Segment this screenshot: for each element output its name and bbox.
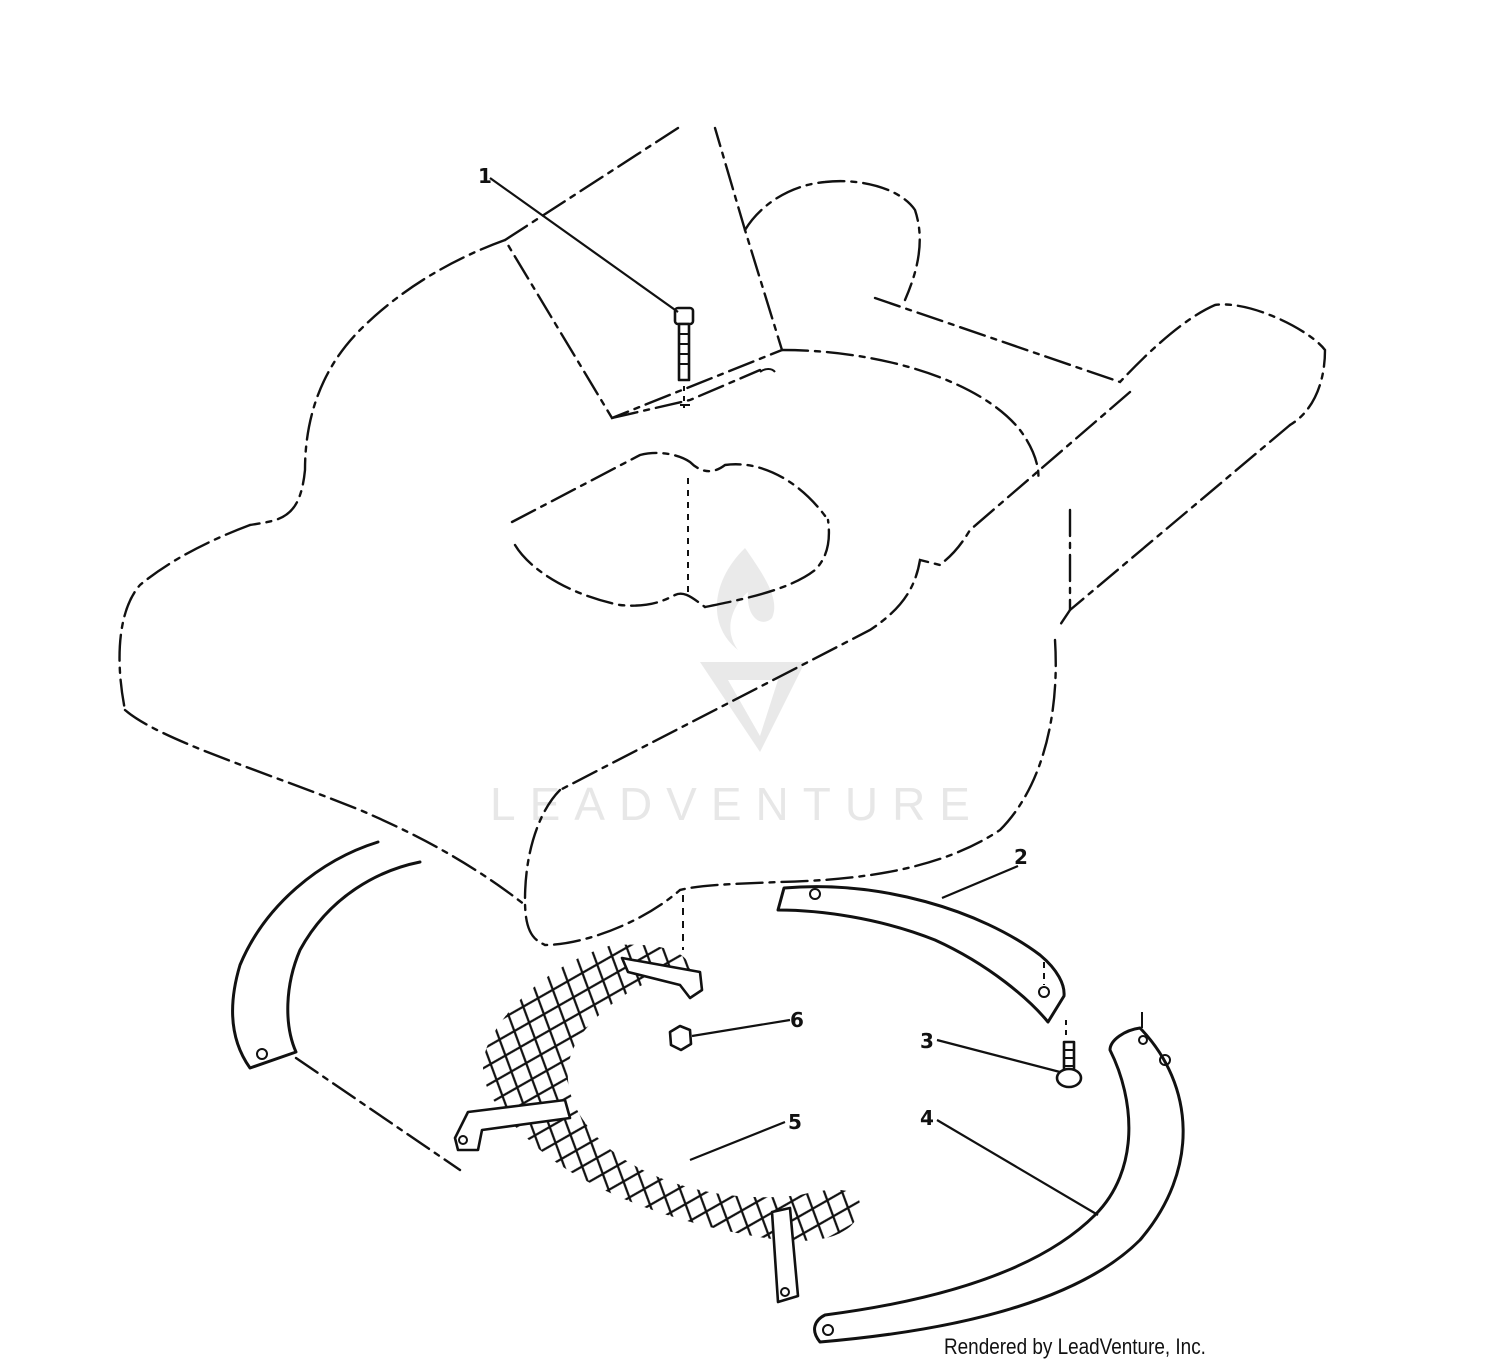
part-4-arc xyxy=(813,1012,1185,1344)
part-3-screw xyxy=(1055,1040,1083,1089)
callout-6: 6 xyxy=(790,1008,804,1032)
part-1-bolt xyxy=(673,306,695,408)
callout-3: 3 xyxy=(920,1029,934,1053)
credit-text: Rendered by LeadVenture, Inc. xyxy=(944,1334,1206,1359)
part-2-baffle xyxy=(776,885,1067,1036)
callout-1: 1 xyxy=(478,164,492,188)
part-5-mesh-screen xyxy=(453,895,860,1304)
watermark-text: LEADVENTURE xyxy=(490,778,984,830)
callouts: 1 2 3 4 5 6 xyxy=(478,164,1028,1134)
rear-baffle-left xyxy=(231,840,462,1172)
callout-5: 5 xyxy=(788,1110,802,1134)
leader-lines xyxy=(489,177,1099,1216)
mower-deck-outline xyxy=(118,126,1327,947)
leadventure-watermark: LEADVENTURE xyxy=(490,548,984,830)
callout-2: 2 xyxy=(1014,845,1028,869)
part-6-nut xyxy=(668,1024,693,1052)
callout-4: 4 xyxy=(920,1106,934,1130)
